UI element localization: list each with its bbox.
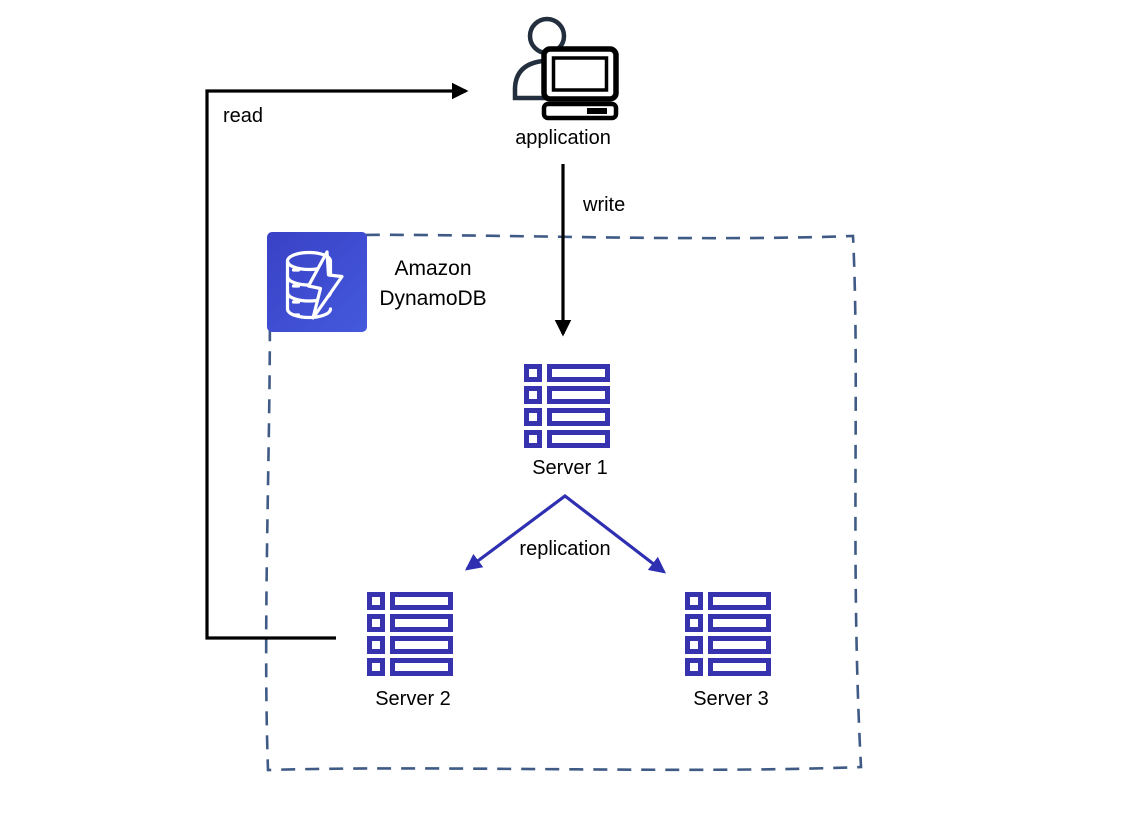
dynamodb-boundary: [264, 233, 863, 772]
dynamodb-label-line1: Amazon: [394, 257, 472, 280]
server-2-label: Server 2: [375, 688, 451, 710]
application-icon: [512, 16, 619, 121]
server-icon-3: [685, 592, 771, 676]
dynamodb-label: Amazon DynamoDB: [379, 254, 486, 314]
server-1-label: Server 1: [532, 457, 608, 479]
computer-icon: [541, 46, 619, 121]
server-icon-2: [367, 592, 453, 676]
replication-connector: [464, 493, 666, 574]
application-label: application: [515, 127, 611, 149]
server-3-label: Server 3: [693, 688, 769, 710]
lightning-bolt-icon: [306, 250, 344, 320]
server-icon-1: [524, 364, 610, 448]
dynamodb-label-line2: DynamoDB: [379, 287, 487, 310]
read-connector: [205, 82, 469, 640]
dynamodb-icon: [267, 232, 367, 332]
read-label: read: [223, 105, 264, 127]
replication-label: replication: [519, 538, 611, 560]
write-label: write: [583, 194, 626, 216]
